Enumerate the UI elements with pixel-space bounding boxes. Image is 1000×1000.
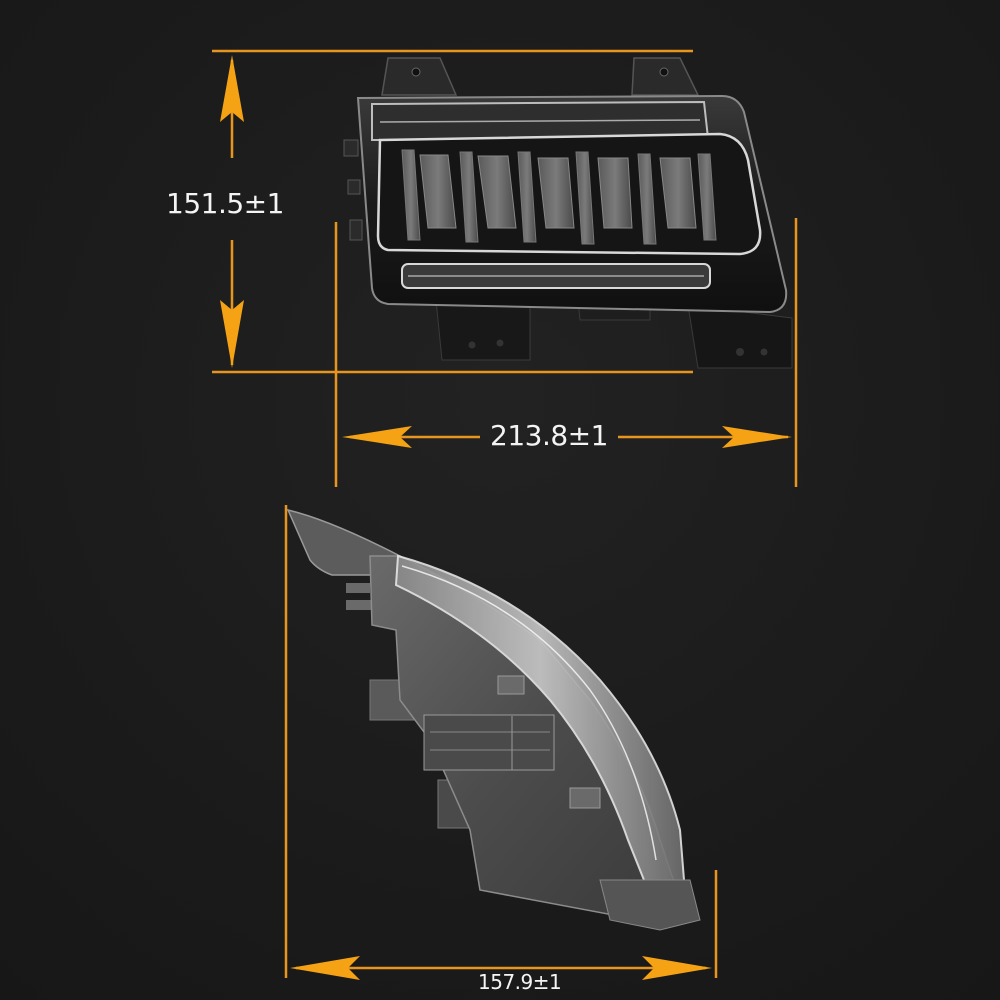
arrow-left-icon [290, 956, 360, 980]
arrow-up-icon [220, 55, 244, 122]
height-dimension-label: 151.5±1 [166, 187, 284, 220]
arrow-down-icon [220, 300, 244, 368]
side-view-lamp [286, 508, 701, 931]
front-view-lamp [343, 57, 793, 369]
dimension-lines [212, 49, 798, 978]
width-dimension-label: 213.8±1 [490, 419, 608, 452]
arrow-left-icon [342, 426, 412, 448]
dimension-arrows [220, 55, 792, 980]
arrow-right-icon [722, 426, 792, 448]
depth-dimension-label: 157.9±1 [478, 970, 562, 994]
arrow-right-icon [642, 956, 712, 980]
led-blades [401, 149, 717, 245]
